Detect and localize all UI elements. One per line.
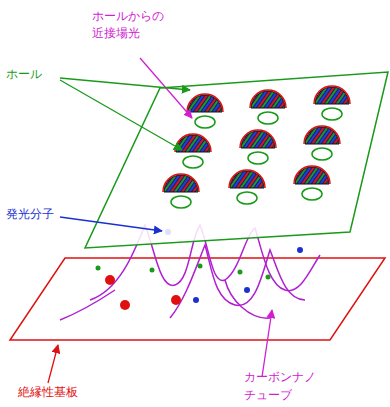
hole — [304, 126, 340, 160]
hole — [187, 94, 223, 128]
holes — [163, 86, 350, 208]
callout-emitting-molecule: 発光分子 — [6, 206, 54, 223]
hole-plate — [85, 72, 388, 248]
callout-substrate: 絶縁性基板 — [18, 384, 78, 401]
hole — [229, 170, 265, 204]
leader-lines — [48, 58, 272, 383]
callout-hole: ホール — [6, 66, 42, 83]
hole — [240, 130, 276, 164]
callout-near-field-light: ホールからの 近接場光 — [92, 8, 171, 43]
hole — [314, 86, 350, 120]
hole — [294, 166, 330, 200]
insulating-substrate — [10, 258, 385, 340]
callout-carbon-nanotube: カーボンナノ チューブ — [244, 369, 323, 404]
hole — [163, 174, 199, 208]
hole — [175, 134, 211, 168]
hole — [250, 90, 286, 124]
